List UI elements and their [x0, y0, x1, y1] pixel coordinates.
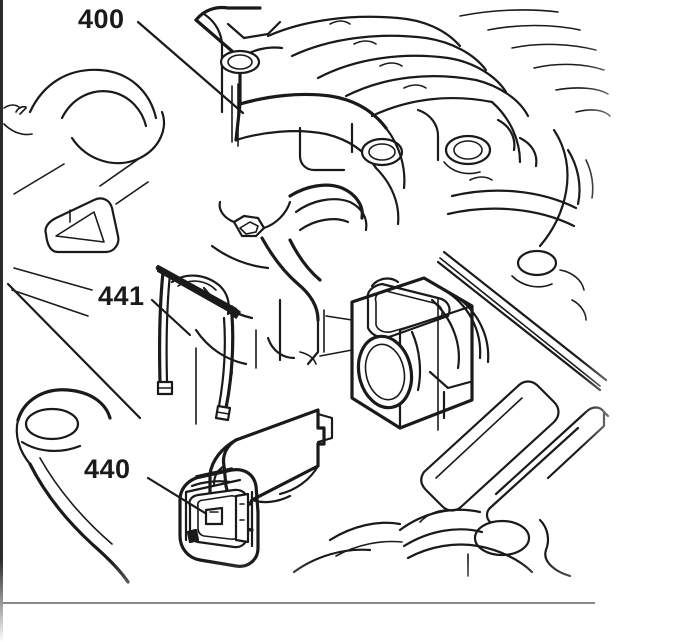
leader-line-400	[136, 20, 245, 115]
callout-leader-lines	[136, 20, 245, 515]
bottom-divider	[3, 602, 595, 604]
housing-lower-ribs	[292, 380, 610, 578]
tube-fitting-assembly	[194, 183, 368, 375]
housing-upper-case	[15, 5, 611, 248]
leader-line-441	[150, 298, 192, 337]
retainer-clip-441	[155, 264, 241, 425]
mounting-boss-port	[319, 276, 474, 431]
callout-label-400: 400	[78, 4, 125, 34]
callout-label-441: 441	[98, 281, 145, 311]
housing-left-bracket	[3, 104, 149, 584]
solenoid-valve-440	[178, 408, 334, 568]
left-border	[0, 0, 3, 642]
leader-line-440	[146, 476, 207, 515]
callout-label-440: 440	[84, 454, 131, 484]
